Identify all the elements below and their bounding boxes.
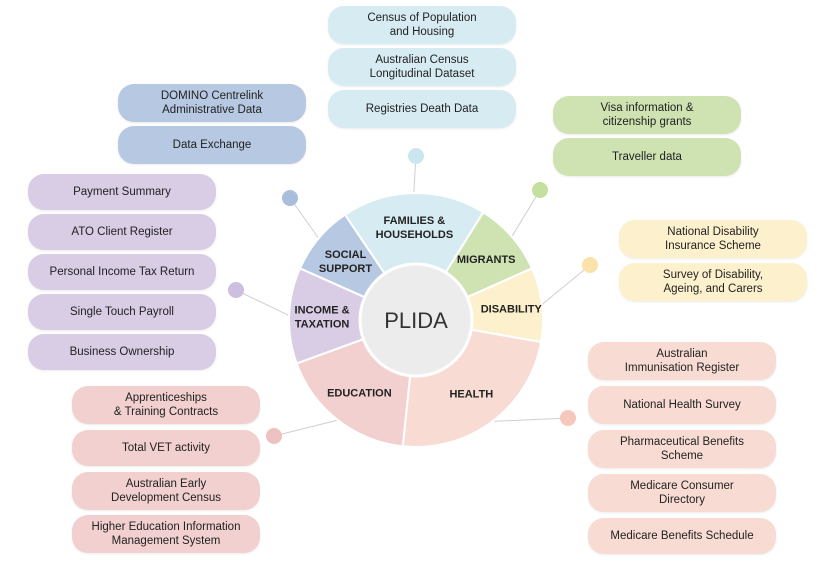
connector-dot-health xyxy=(560,410,576,426)
pill-domino-centrelink: DOMINO Centrelink Administrative Data xyxy=(118,84,306,122)
segment-families xyxy=(343,192,485,322)
connector-social xyxy=(289,197,320,239)
pill-national-health-survey: National Health Survey xyxy=(588,386,776,424)
pill-pharmaceutical-benefits: Pharmaceutical Benefits Scheme xyxy=(588,430,776,468)
segment-label-disability: DISABILITY xyxy=(481,303,543,315)
segment-label-health: HEALTH xyxy=(449,388,493,400)
pill-census-population-housing: Census of Population and Housing xyxy=(328,6,516,44)
pill-ato-client-register: ATO Client Register xyxy=(28,214,216,250)
pill-apprenticeships: Apprenticeships & Training Contracts xyxy=(72,386,260,424)
pill-total-vet-activity: Total VET activity xyxy=(72,430,260,466)
connector-income xyxy=(235,289,290,317)
segment-income xyxy=(288,267,419,365)
pill-early-development-census: Australian Early Development Census xyxy=(72,472,260,510)
pill-data-exchange: Data Exchange xyxy=(118,126,306,164)
center-label: PLIDA xyxy=(384,308,448,333)
connector-dot-education xyxy=(266,428,282,444)
connector-dot-income xyxy=(228,282,244,298)
connector-dot-social xyxy=(282,190,298,206)
connector-dot-disability xyxy=(582,257,598,273)
pill-medicare-benefits-schedule: Medicare Benefits Schedule xyxy=(588,518,776,554)
pill-survey-disability: Survey of Disability, Ageing, and Carers xyxy=(619,263,807,301)
segment-label-income: INCOME &TAXATION xyxy=(295,305,350,331)
connector-disability xyxy=(541,264,591,305)
pill-business-ownership: Business Ownership xyxy=(28,334,216,370)
pill-single-touch-payroll: Single Touch Payroll xyxy=(28,294,216,330)
connector-dot-families xyxy=(408,148,424,164)
connector-dot-migrants xyxy=(532,182,548,198)
pill-registries-death-data: Registries Death Data xyxy=(328,90,516,128)
connector-education xyxy=(273,419,338,437)
pill-ndis: National Disability Insurance Scheme xyxy=(619,220,807,258)
segment-label-families: FAMILIES &HOUSEHOLDS xyxy=(376,215,454,241)
segment-label-education: EDUCATION xyxy=(327,387,392,399)
connector-migrants xyxy=(511,189,541,237)
pill-higher-education-info: Higher Education Information Management … xyxy=(72,515,260,553)
pill-visa-information: Visa information & citizenship grants xyxy=(553,96,741,134)
pill-payment-summary: Payment Summary xyxy=(28,174,216,210)
segment-label-migrants: MIGRANTS xyxy=(457,254,516,266)
connector-health xyxy=(492,417,569,422)
pill-medicare-consumer-directory: Medicare Consumer Directory xyxy=(588,474,776,512)
pill-traveller-data: Traveller data xyxy=(553,138,741,176)
pill-immunisation-register: Australian Immunisation Register xyxy=(588,342,776,380)
pill-australian-census-longitudinal: Australian Census Longitudinal Dataset xyxy=(328,48,516,86)
pill-personal-income-tax-return: Personal Income Tax Return xyxy=(28,254,216,290)
center-circle xyxy=(358,262,474,378)
